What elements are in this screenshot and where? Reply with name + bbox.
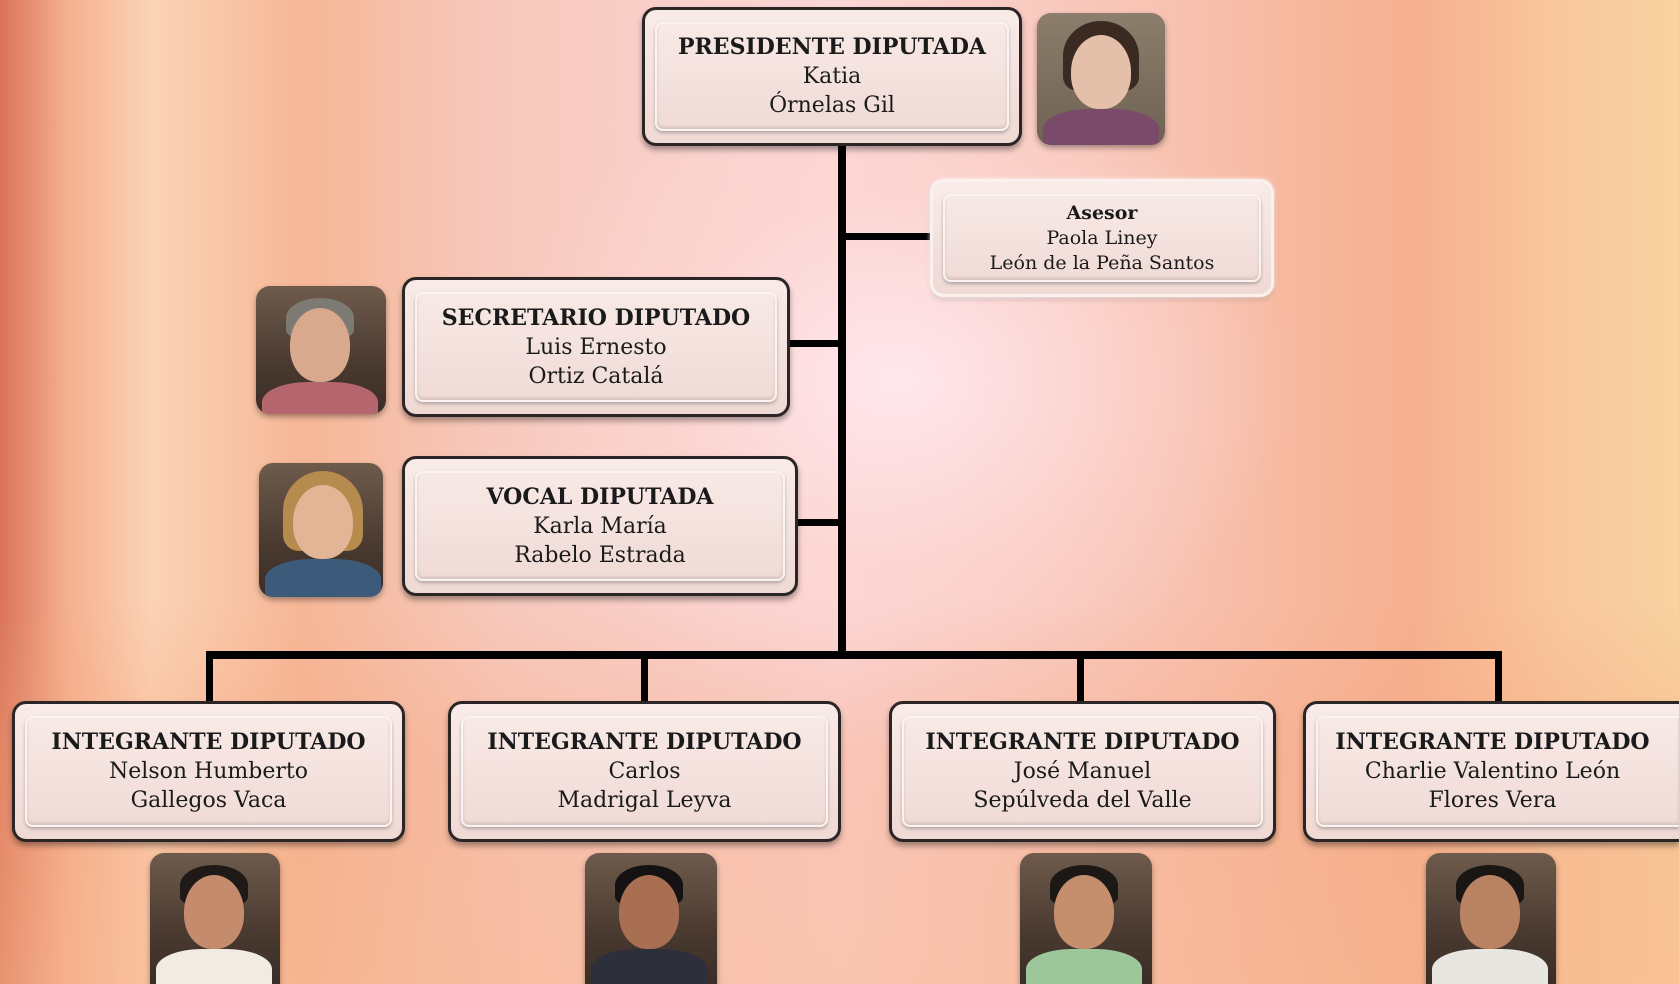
integrante-1-last-name: Gallegos Vaca (130, 788, 287, 813)
asesor-connector (842, 233, 930, 240)
asesor-role: Asesor (1066, 201, 1138, 224)
integrante-3-role: INTEGRANTE DIPUTADO (925, 729, 1240, 755)
presidente-role: PRESIDENTE DIPUTADA (677, 34, 986, 60)
integrante-3-last-name: Sepúlveda del Valle (973, 788, 1192, 813)
asesor-inner-frame (943, 194, 1261, 282)
integrante-4-text: INTEGRANTE DIPUTADO Charlie Valentino Le… (1335, 728, 1649, 815)
integrante-4-photo (1426, 853, 1556, 984)
member-3-drop (1077, 651, 1084, 703)
integrante-4-inner-frame (1316, 716, 1679, 827)
members-bus-line (206, 651, 1502, 659)
integrante-2-text: INTEGRANTE DIPUTADO Carlos Madrigal Leyv… (487, 728, 801, 815)
asesor-text: Asesor Paola Liney León de la Peña Santo… (990, 201, 1215, 276)
presidente-inner-frame (655, 22, 1009, 131)
secretario-inner-frame (415, 292, 777, 402)
presidente-box: PRESIDENTE DIPUTADA Katia Órnelas Gil (642, 7, 1022, 146)
integrante-3-box: INTEGRANTE DIPUTADO José Manuel Sepúlved… (889, 701, 1276, 842)
integrante-2-box: INTEGRANTE DIPUTADO Carlos Madrigal Leyv… (448, 701, 841, 842)
integrante-3-inner-frame (902, 716, 1263, 827)
integrante-1-photo (150, 853, 280, 984)
integrante-2-last-name: Madrigal Leyva (557, 788, 732, 813)
integrante-1-text: INTEGRANTE DIPUTADO Nelson Humberto Gall… (51, 728, 365, 815)
integrante-4-role: INTEGRANTE DIPUTADO (1335, 729, 1650, 755)
asesor-box: Asesor Paola Liney León de la Peña Santo… (930, 179, 1274, 297)
secretario-text: SECRETARIO DIPUTADO Luis Ernesto Ortiz C… (442, 304, 750, 391)
vocal-role: VOCAL DIPUTADA (486, 483, 714, 510)
presidente-last-name: Órnelas Gil (769, 93, 895, 118)
member-1-drop (206, 651, 213, 703)
vocal-connector (798, 519, 842, 526)
member-4-drop (1495, 651, 1502, 703)
member-2-drop (641, 651, 648, 703)
secretario-first-name: Luis Ernesto (525, 334, 667, 360)
secretario-role: SECRETARIO DIPUTADO (441, 304, 751, 331)
integrante-3-text: INTEGRANTE DIPUTADO José Manuel Sepúlved… (925, 728, 1239, 815)
asesor-first-name: Paola Liney (1046, 226, 1158, 249)
integrante-2-role: INTEGRANTE DIPUTADO (487, 729, 802, 755)
integrante-4-box: INTEGRANTE DIPUTADO Charlie Valentino Le… (1303, 701, 1679, 842)
vocal-inner-frame (415, 471, 785, 581)
trunk-line (838, 146, 846, 654)
secretario-photo (256, 286, 386, 414)
integrante-4-first-name: Charlie Valentino León (1364, 759, 1621, 784)
presidente-first-name: Katia (802, 64, 862, 89)
asesor-last-name: León de la Peña Santos (989, 251, 1215, 274)
vocal-text: VOCAL DIPUTADA Karla María Rabelo Estrad… (486, 483, 713, 570)
integrante-1-first-name: Nelson Humberto (109, 759, 308, 784)
integrante-4-last-name: Flores Vera (1428, 788, 1557, 813)
integrante-2-photo (585, 853, 717, 984)
secretario-connector (790, 340, 842, 347)
presidente-text: PRESIDENTE DIPUTADA Katia Órnelas Gil (678, 33, 986, 120)
integrante-2-inner-frame (461, 716, 828, 827)
integrante-1-box: INTEGRANTE DIPUTADO Nelson Humberto Gall… (12, 701, 405, 842)
vocal-last-name: Rabelo Estrada (514, 542, 686, 568)
integrante-1-role: INTEGRANTE DIPUTADO (51, 729, 366, 755)
integrante-1-inner-frame (25, 716, 392, 827)
integrante-2-first-name: Carlos (608, 759, 681, 784)
vocal-first-name: Karla María (533, 513, 667, 539)
secretario-box: SECRETARIO DIPUTADO Luis Ernesto Ortiz C… (402, 277, 790, 417)
integrante-3-first-name: José Manuel (1013, 759, 1152, 784)
secretario-last-name: Ortiz Catalá (528, 363, 664, 389)
integrante-3-photo (1020, 853, 1152, 984)
presidente-photo (1037, 13, 1165, 145)
vocal-photo (259, 463, 383, 597)
vocal-box: VOCAL DIPUTADA Karla María Rabelo Estrad… (402, 456, 798, 596)
